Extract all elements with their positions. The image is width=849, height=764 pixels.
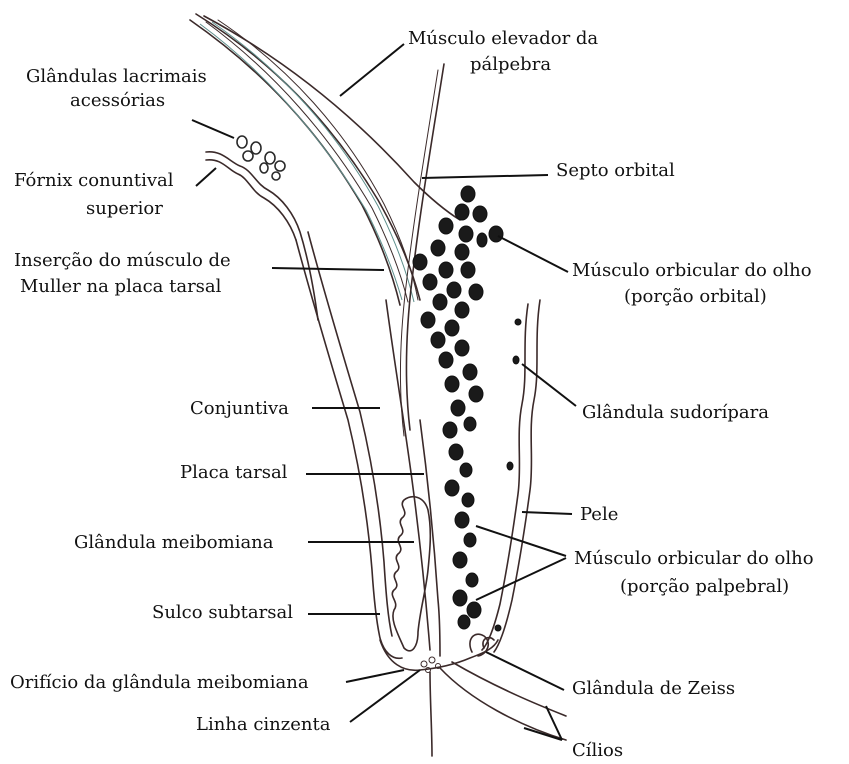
eyelash-3 [430,672,432,756]
label-levator-line2: pálpebra [470,54,551,75]
orbicularis-fibres [413,186,503,629]
label-subtarsal-sulcus: Sulco subtarsal [152,602,293,623]
label-accessory-glands-line2: acessórias [70,90,165,111]
eyelash-2 [452,662,566,716]
label-skin: Pele [580,504,618,525]
label-muller-line2: Muller na placa tarsal [20,276,222,297]
eyelid-anatomy [190,14,566,756]
conjunctival-fornix [206,152,318,320]
label-zeiss-gland: Glândula de Zeiss [572,678,735,699]
label-grey-line: Linha cinzenta [196,714,331,735]
label-levator-line1: Músculo elevador da [408,28,598,49]
label-muller-line1: Inserção do músculo de [14,250,231,271]
conjunctiva-surface-2 [308,232,392,636]
label-fornix-line2: superior [86,198,163,219]
label-septum: Septo orbital [556,160,675,181]
label-sweat-gland: Glândula sudorípara [582,402,769,423]
label-orbicularis-palpebral-line1: Músculo orbicular do olho [574,548,814,569]
label-accessory-glands-line1: Glândulas lacrimais [26,66,207,87]
skin-surface-inner [482,304,528,650]
eyelash-1 [440,668,566,740]
label-cilia: Cílios [572,740,623,761]
meibomian-gland-shape [392,497,430,651]
label-conjunctiva: Conjuntiva [190,398,289,419]
label-orbicularis-orbital-line2: (porção orbital) [624,286,767,307]
label-fornix-line1: Fórnix conuntival [14,170,174,191]
label-meibomian-gland: Glândula meibomiana [74,532,274,553]
accessory-lacrimal-glands [237,136,285,180]
label-orbicularis-palpebral-line2: (porção palpebral) [620,576,789,597]
leader-lines [192,44,576,740]
conjunctival-fornix-inner [206,160,296,240]
label-meibomian-orifice: Orifício da glândula meibomiana [10,672,309,693]
label-tarsal-plate: Placa tarsal [180,462,288,483]
label-orbicularis-orbital-line1: Músculo orbicular do olho [572,260,812,281]
